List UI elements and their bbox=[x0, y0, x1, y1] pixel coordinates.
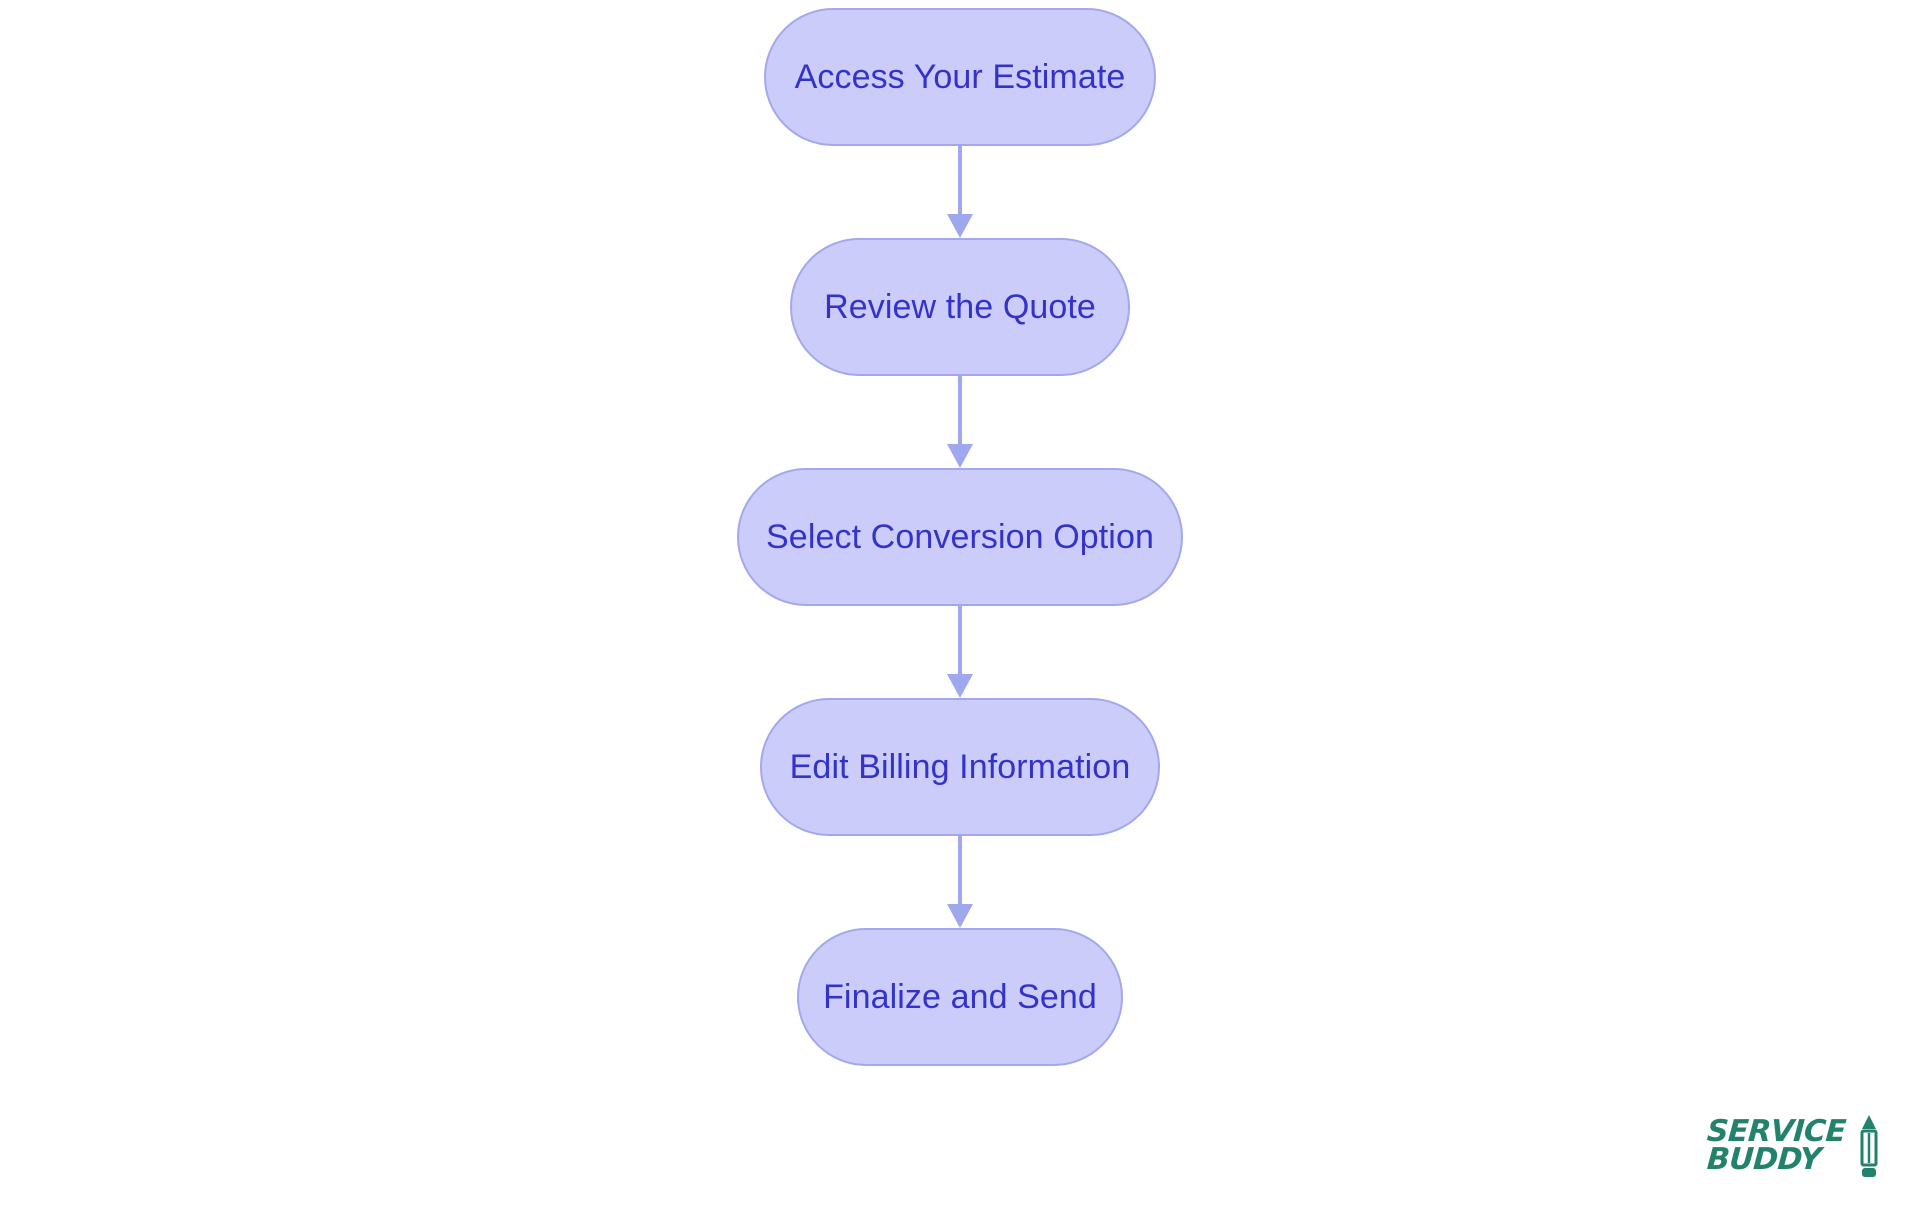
arrow-head-icon bbox=[947, 904, 973, 928]
flow-node-finalize-and-send[interactable]: Finalize and Send bbox=[797, 928, 1123, 1066]
logo-wordmark: SERVICE BUDDY bbox=[1706, 1114, 1847, 1177]
flow-arrow-2-to-3 bbox=[940, 376, 980, 468]
arrow-head-icon bbox=[947, 444, 973, 468]
flow-node-label: Review the Quote bbox=[824, 288, 1096, 326]
logo-line-buddy: BUDDY bbox=[1706, 1142, 1823, 1177]
brand-logo: SERVICE BUDDY bbox=[1706, 1113, 1882, 1179]
flow-node-access-your-estimate[interactable]: Access Your Estimate bbox=[764, 8, 1156, 146]
flow-node-edit-billing-information[interactable]: Edit Billing Information bbox=[760, 698, 1160, 836]
flow-steps-column: Access Your Estimate Review the Quote Se… bbox=[0, 8, 1920, 1066]
flow-node-select-conversion-option[interactable]: Select Conversion Option bbox=[737, 468, 1183, 606]
flow-arrow-1-to-2 bbox=[940, 146, 980, 238]
flow-node-label: Finalize and Send bbox=[823, 978, 1097, 1016]
flow-arrow-4-to-5 bbox=[940, 836, 980, 928]
arrow-head-icon bbox=[947, 674, 973, 698]
flow-node-label: Select Conversion Option bbox=[766, 518, 1154, 556]
flow-node-label: Edit Billing Information bbox=[789, 748, 1131, 786]
arrow-line bbox=[958, 146, 962, 220]
arrow-line bbox=[958, 836, 962, 910]
arrow-line bbox=[958, 376, 962, 450]
flow-arrow-3-to-4 bbox=[940, 606, 980, 698]
pencil-icon bbox=[1860, 1115, 1878, 1177]
arrow-line bbox=[958, 606, 962, 680]
arrow-head-icon bbox=[947, 214, 973, 238]
flow-node-review-the-quote[interactable]: Review the Quote bbox=[790, 238, 1130, 376]
flow-node-label: Access Your Estimate bbox=[794, 58, 1126, 96]
